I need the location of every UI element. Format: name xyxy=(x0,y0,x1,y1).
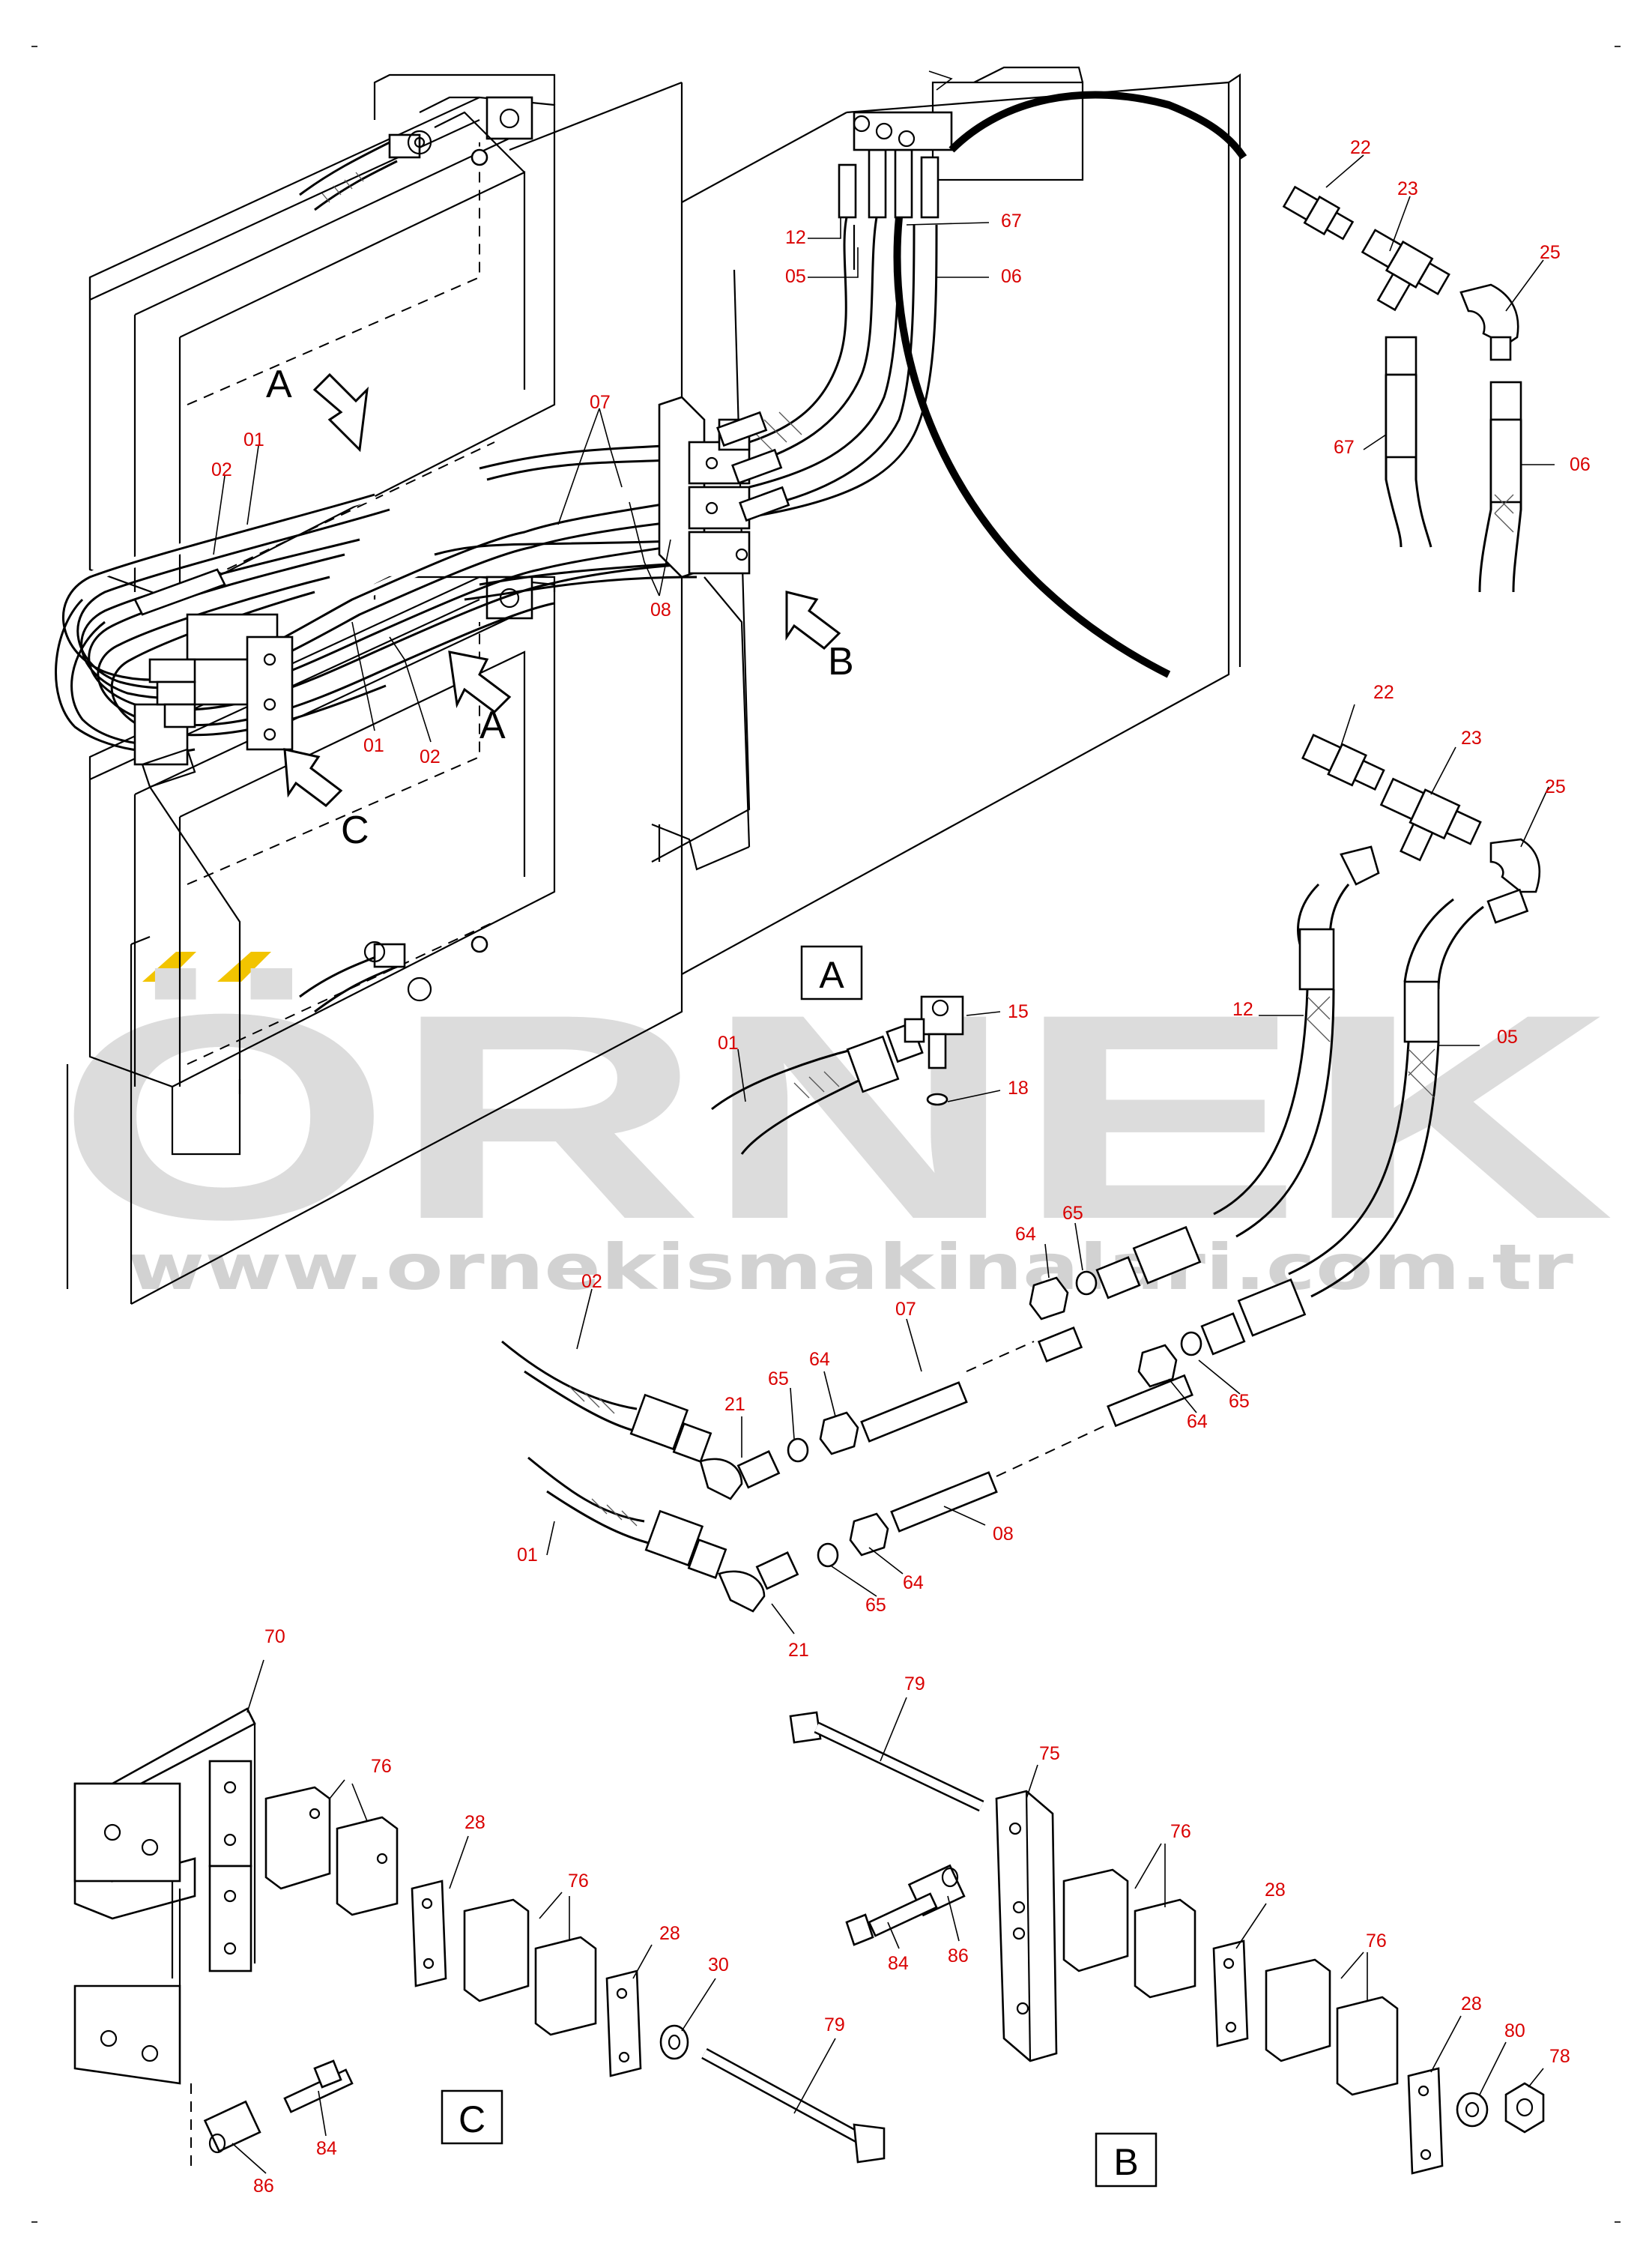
label-78: 78 xyxy=(1549,2046,1570,2067)
label-02-main-bottom: 02 xyxy=(420,746,441,767)
label-64-tube-bottom: 64 xyxy=(903,1572,924,1593)
label-84-c: 84 xyxy=(316,2138,337,2159)
label-86-b: 86 xyxy=(948,1945,969,1966)
clamp-b-detail: B 79 75 76 86 84 28 76 28 80 78 xyxy=(789,1673,1570,2188)
label-12-mid: 12 xyxy=(1232,999,1253,1020)
label-65-tube-left: 65 xyxy=(768,1368,789,1389)
label-28-b-left: 28 xyxy=(1265,1880,1286,1901)
label-07-tube: 07 xyxy=(895,1299,916,1320)
label-08-tube: 08 xyxy=(993,1524,1014,1545)
label-80: 80 xyxy=(1504,2020,1525,2041)
label-28-b-right: 28 xyxy=(1461,1993,1482,2014)
label-12-main: 12 xyxy=(785,227,806,248)
bracket-b-on-bundle xyxy=(658,396,751,848)
detail-a-title: A xyxy=(819,954,844,996)
label-25-mid: 25 xyxy=(1545,776,1566,797)
label-64-tube-top: 64 xyxy=(1015,1224,1036,1245)
label-22-mid: 22 xyxy=(1373,682,1394,703)
top-right-fittings: 22 23 25 67 06 xyxy=(1282,137,1591,593)
corner-marks xyxy=(31,46,1621,2223)
view-arrows: A A B C xyxy=(266,363,854,852)
label-64-tube-right: 64 xyxy=(1187,1411,1208,1432)
label-79-c: 79 xyxy=(824,2014,845,2035)
label-76-b-top: 76 xyxy=(1170,1821,1191,1842)
label-01-main-bottom: 01 xyxy=(363,735,384,756)
label-02-main-top: 02 xyxy=(211,459,232,480)
label-07-main: 07 xyxy=(590,392,611,413)
label-15-detail-a: 15 xyxy=(1008,1001,1029,1022)
label-25-top: 25 xyxy=(1540,242,1561,263)
label-23-mid: 23 xyxy=(1461,728,1482,749)
view-marker-a-bottom: A xyxy=(479,704,506,747)
view-arrow-a-top xyxy=(312,372,369,453)
return-hose-lower xyxy=(893,217,1171,678)
label-21-tube-bottom: 21 xyxy=(788,1640,809,1661)
label-65-tube-bottom: 65 xyxy=(865,1595,886,1616)
hose-67-top xyxy=(1385,375,1403,548)
label-01-tube: 01 xyxy=(517,1545,538,1566)
fitting-top-left-socket xyxy=(1385,336,1417,376)
fitting-23-top xyxy=(1361,229,1450,312)
label-65-tube-right: 65 xyxy=(1229,1391,1250,1412)
main-leaders xyxy=(213,217,990,743)
label-76-c-bottom: 76 xyxy=(568,1871,589,1892)
label-70: 70 xyxy=(264,1626,285,1647)
label-30: 30 xyxy=(708,1954,729,1975)
middle-fittings: 22 23 25 12 05 xyxy=(1213,682,1566,1298)
view-arrow-b xyxy=(785,591,841,650)
detail-b-title: B xyxy=(1113,2141,1138,2183)
label-75: 75 xyxy=(1039,1743,1060,1764)
view-arrow-a-bottom xyxy=(448,650,512,713)
watermark: ÖRNEK www.ornekismakinalari.com.tr xyxy=(56,952,1615,1304)
detail-a-box xyxy=(800,945,863,1000)
hoses-to-valve xyxy=(716,111,953,522)
label-28-c-right: 28 xyxy=(659,1923,680,1944)
detail-c-title: C xyxy=(459,2098,485,2140)
watermark-url: www.ornekismakinalari.com.tr xyxy=(127,1231,1574,1304)
tube-detail: 02 21 65 64 07 64 65 64 65 01 21 65 64 0… xyxy=(501,1203,1307,1661)
label-05-mid: 05 xyxy=(1497,1027,1518,1048)
label-08-main: 08 xyxy=(650,600,671,621)
label-22-top: 22 xyxy=(1350,137,1371,158)
label-86-c: 86 xyxy=(253,2176,274,2197)
detail-c-box xyxy=(441,2089,503,2145)
clamp-c-detail: C 70 76 28 76 28 30 79 84 86 xyxy=(73,1626,886,2197)
main-labels: 12 05 67 06 07 01 02 08 01 02 xyxy=(211,211,1022,767)
detail-b-box xyxy=(1095,2132,1158,2188)
watermark-accent-left xyxy=(142,952,196,982)
upper-radiator xyxy=(88,73,556,601)
view-marker-c: C xyxy=(341,809,369,852)
label-02-tube: 02 xyxy=(581,1271,602,1292)
main-assembly: A A B C 12 05 67 06 07 01 02 xyxy=(55,66,1247,1305)
label-28-c-left: 28 xyxy=(465,1812,485,1833)
label-23-top: 23 xyxy=(1397,178,1418,199)
fitting-25-top xyxy=(1459,283,1519,361)
fitting-top-right-socket xyxy=(1489,381,1522,421)
label-06-top: 06 xyxy=(1570,454,1591,475)
label-76-b-bottom: 76 xyxy=(1366,1931,1387,1951)
view-marker-b: B xyxy=(828,640,854,683)
label-76-c-top: 76 xyxy=(371,1756,392,1777)
view-arrow-c xyxy=(283,748,343,807)
label-01-main-top: 01 xyxy=(243,429,264,450)
label-21-tube-top: 21 xyxy=(724,1394,745,1415)
view-marker-a-top: A xyxy=(266,363,292,406)
label-65-tube-top: 65 xyxy=(1062,1203,1083,1224)
label-84-b: 84 xyxy=(888,1953,909,1974)
label-67-top: 67 xyxy=(1334,437,1355,458)
fitting-22-top xyxy=(1282,185,1355,241)
clamp-c-on-bundle xyxy=(133,568,294,1094)
label-05-main: 05 xyxy=(785,266,806,287)
label-18-detail-a: 18 xyxy=(1008,1078,1029,1099)
watermark-accent-right xyxy=(217,952,271,982)
return-hose xyxy=(948,91,1247,160)
hose-06-top xyxy=(1478,420,1492,593)
label-06-main: 06 xyxy=(1001,266,1022,287)
label-01-detail-a: 01 xyxy=(718,1033,739,1054)
label-64-tube-left: 64 xyxy=(809,1349,830,1370)
detail-a: A 01 15 18 xyxy=(711,945,1029,1155)
label-79-b: 79 xyxy=(904,1673,925,1694)
label-67-main: 67 xyxy=(1001,211,1022,232)
